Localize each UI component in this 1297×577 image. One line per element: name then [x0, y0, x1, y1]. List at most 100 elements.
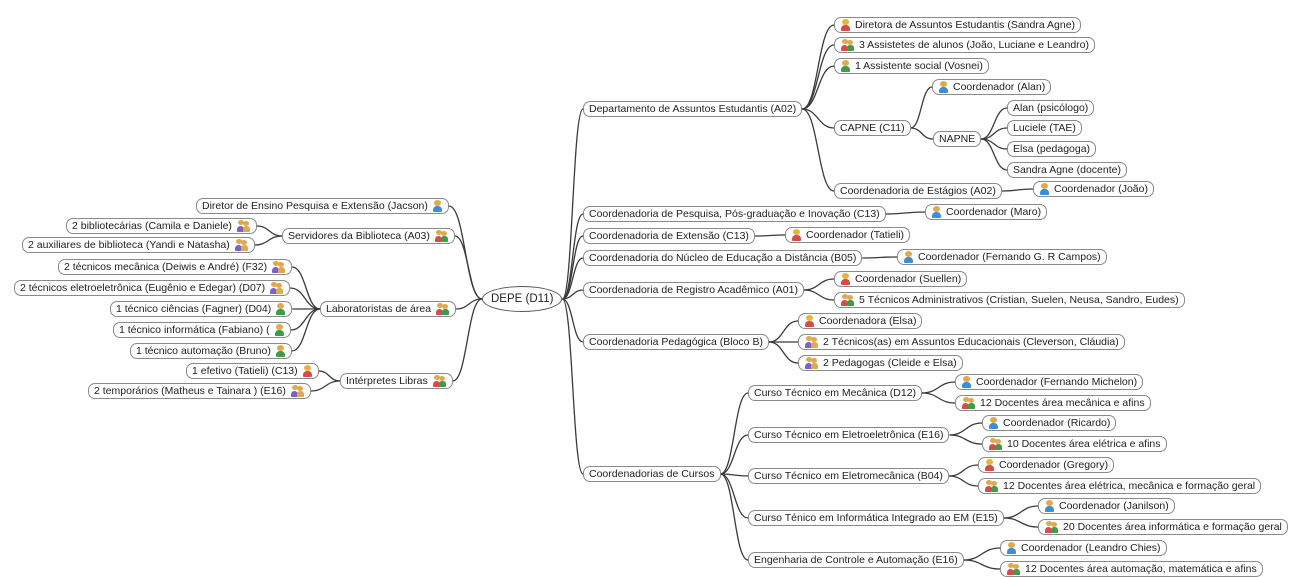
woman-icon: [791, 229, 802, 241]
node-label: 1 técnico ciências (Fagner) (D04): [116, 303, 272, 315]
node-napne3[interactable]: Elsa (pedagoga): [1007, 141, 1097, 157]
group-icon: [1006, 563, 1021, 575]
node-ele2[interactable]: 10 Docentes área elétrica e afins: [982, 436, 1167, 452]
node-creg1[interactable]: Coordenador (Suellen): [834, 271, 968, 287]
node-lab[interactable]: Laboratoristas de área: [320, 301, 457, 317]
node-emc[interactable]: Curso Técnico em Eletromecânica (B04): [748, 468, 949, 484]
edge-cped-cped1: [768, 320, 799, 343]
node-cead1[interactable]: Coordenador (Fernando G. R Campos): [897, 249, 1107, 265]
node-bib[interactable]: Servidores da Biblioteca (A03): [282, 228, 455, 244]
node-lab2[interactable]: 2 técnicos eletroeletrônica (Eugênio e E…: [14, 280, 291, 296]
node-cped[interactable]: Coordenadoria Pedagógica (Bloco B): [583, 334, 769, 350]
node-napne1[interactable]: Alan (psicólogo): [1007, 100, 1095, 116]
node-label: Coordenador (Tatieli): [806, 229, 905, 241]
edge-root-lib: [452, 298, 483, 382]
edge-ccur-inf: [720, 473, 749, 519]
node-label: Coordenador (Maro): [946, 206, 1042, 218]
node-label: Coordenador (Fernando G. R Campos): [918, 251, 1101, 263]
node-ccur[interactable]: Coordenadorias de Cursos: [583, 466, 721, 482]
node-label: Intérpretes Libras: [346, 375, 428, 387]
node-inf1[interactable]: Coordenador (Janilson): [1038, 498, 1175, 514]
duo-icon: [236, 220, 251, 232]
edge-root-lab: [456, 298, 483, 310]
node-dae2[interactable]: 3 Assistetes de alunos (João, Luciane e …: [834, 37, 1095, 53]
edge-capne-napne: [910, 127, 934, 140]
node-label: Coordenador (João): [1054, 183, 1148, 195]
node-mec[interactable]: Curso Técnico em Mecânica (D12): [748, 385, 923, 401]
node-label: 3 Assistetes de alunos (João, Luciane e …: [859, 39, 1089, 51]
node-cped1[interactable]: Coordenadora (Elsa): [798, 313, 923, 329]
node-mec2[interactable]: 12 Docentes área mecânica e afins: [955, 395, 1151, 411]
edge-bib-bib2: [254, 235, 283, 246]
node-cpesq[interactable]: Coordenadoria de Pesquisa, Pós-graduação…: [583, 206, 886, 222]
man-green-icon: [275, 345, 286, 357]
duo-icon: [804, 357, 819, 369]
man-icon: [1006, 542, 1017, 554]
node-emc1[interactable]: Coordenador (Gregory): [978, 457, 1115, 473]
node-ele1[interactable]: Coordenador (Ricardo): [982, 415, 1117, 431]
edge-dae-dae3: [802, 65, 835, 110]
node-lib2[interactable]: 2 temporários (Matheus e Tainara ) (E16): [88, 383, 311, 399]
node-label: 1 técnico automação (Bruno): [136, 345, 271, 357]
root-node[interactable]: DEPE (D11): [482, 286, 563, 312]
node-lib1[interactable]: 1 efetivo (Tatieli) (C13): [186, 363, 319, 379]
node-cped2[interactable]: 2 Técnicos(as) em Assuntos Educacionais …: [798, 334, 1125, 350]
node-eca[interactable]: Engenharia de Controle e Automação (E16): [748, 552, 964, 568]
node-estag1[interactable]: Coordenador (João): [1033, 181, 1154, 197]
group-icon: [984, 480, 999, 492]
node-lab1[interactable]: 2 técnicos mecânica (Deiwis e André) (F3…: [58, 259, 293, 275]
node-dir[interactable]: Diretor de Ensino Pesquisa e Extensão (J…: [196, 198, 449, 214]
node-creg[interactable]: Coordenadoria de Registro Acadêmico (A01…: [583, 282, 804, 298]
node-bib2[interactable]: 2 auxiliares de biblioteca (Yandi e Nata…: [22, 237, 255, 253]
edge-lib-lib1: [318, 370, 341, 382]
node-eca2[interactable]: 12 Docentes área automação, matemática e…: [1000, 561, 1263, 577]
node-capne1[interactable]: Coordenador (Alan): [932, 79, 1052, 95]
node-cead[interactable]: Coordenadoria do Núcleo de Educação a Di…: [583, 250, 863, 266]
node-label: Alan (psicólogo): [1013, 102, 1089, 114]
node-dae1[interactable]: Diretora de Assuntos Estudantis (Sandra …: [834, 17, 1082, 33]
node-dae[interactable]: Departamento de Assuntos Estudantis (A02…: [583, 101, 803, 117]
node-label: 2 bibliotecárias (Camila e Daniele): [72, 220, 232, 232]
node-dae3[interactable]: 1 Assistente social (Vosnei): [834, 58, 989, 74]
node-eca1[interactable]: Coordenador (Leandro Chies): [1000, 540, 1167, 556]
node-emc2[interactable]: 12 Docentes área elétrica, mecânica e fo…: [978, 478, 1262, 494]
node-bib1[interactable]: 2 bibliotecárias (Camila e Daniele): [66, 218, 257, 234]
node-cext[interactable]: Coordenadoria de Extensão (C13): [583, 228, 755, 244]
node-ele[interactable]: Curso Técnico em Eletroeletrônica (E16): [748, 427, 950, 443]
node-label: Curso Ténico em Informática Integrado ao…: [754, 512, 998, 524]
node-inf2[interactable]: 20 Docentes área informática e formação …: [1038, 519, 1288, 535]
node-lib[interactable]: Intérpretes Libras: [340, 373, 453, 389]
edge-ccur-emc: [720, 473, 749, 477]
node-label: 2 Pedagogas (Cleide e Elsa): [823, 357, 957, 369]
node-mec1[interactable]: Coordenador (Fernando Michelon): [955, 374, 1144, 390]
node-napne[interactable]: NAPNE: [933, 131, 982, 147]
node-label: 1 técnico informática (Fabiano) (: [119, 324, 270, 336]
group-icon: [840, 39, 855, 51]
node-inf[interactable]: Curso Ténico em Informática Integrado ao…: [748, 510, 1004, 526]
node-lab5[interactable]: 1 técnico automação (Bruno): [130, 343, 292, 359]
edge-root-ccur: [561, 298, 584, 475]
node-cped3[interactable]: 2 Pedagogas (Cleide e Elsa): [798, 355, 963, 371]
node-cext1[interactable]: Coordenador (Tatieli): [785, 227, 911, 243]
node-cpesq1[interactable]: Coordenador (Maro): [925, 204, 1048, 220]
node-estag[interactable]: Coordenadoria de Estágios (A02): [834, 183, 1002, 199]
edge-creg-creg1: [803, 278, 835, 291]
man-icon: [988, 417, 999, 429]
node-label: 5 Técnicos Administrativos (Cristian, Su…: [859, 294, 1179, 306]
node-lab3[interactable]: 1 técnico ciências (Fagner) (D04): [110, 301, 293, 317]
edge-lib-lib2: [310, 380, 341, 392]
node-napne2[interactable]: Luciele (TAE): [1007, 120, 1082, 136]
node-label: Engenharia de Controle e Automação (E16): [754, 554, 958, 566]
edge-cext-cext1: [754, 234, 786, 237]
node-label: Coordenadora (Elsa): [819, 315, 917, 327]
node-lab4[interactable]: 1 técnico informática (Fabiano) (: [113, 322, 291, 338]
node-capne[interactable]: CAPNE (C11): [834, 120, 911, 136]
man-icon: [903, 251, 914, 263]
woman-icon: [302, 365, 313, 377]
edge-root-creg: [562, 289, 584, 300]
node-napne4[interactable]: Sandra Agne (docente): [1007, 162, 1127, 178]
duo-icon: [290, 385, 305, 397]
node-creg2[interactable]: 5 Técnicos Administrativos (Cristian, Su…: [834, 292, 1185, 308]
node-label: Servidores da Biblioteca (A03): [288, 230, 430, 242]
